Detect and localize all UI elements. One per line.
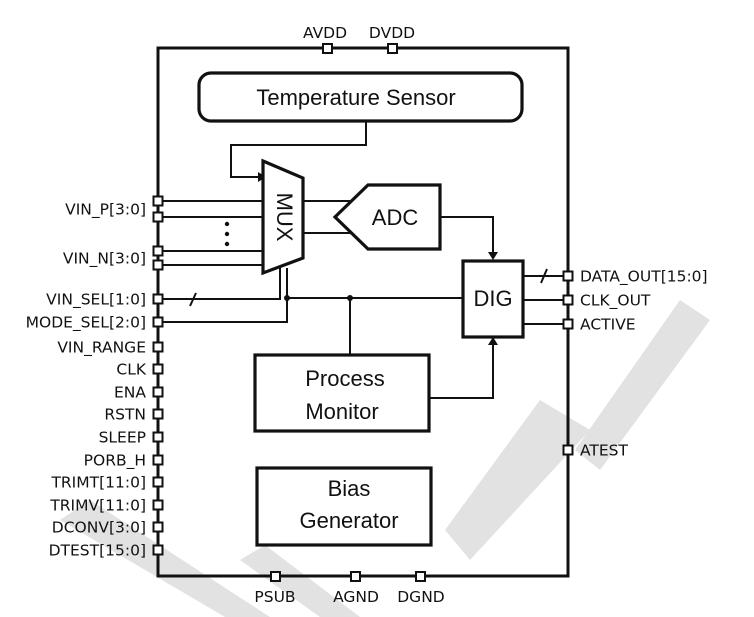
pin-porb-h: PORB_H [84, 452, 164, 471]
pin-rstn: RSTN [104, 406, 164, 424]
dig-label: DIG [473, 286, 512, 311]
mux-block: MUX [261, 158, 305, 276]
pin-pad [152, 521, 164, 533]
pin-pad [152, 499, 164, 511]
pin-label: ACTIVE [580, 316, 636, 334]
pin-trimt: TRIMT[11:0] [50, 474, 164, 492]
pin-dvdd: DVDD [369, 24, 415, 54]
pin-label: TRIMV[11:0] [49, 497, 146, 515]
pin-pad [152, 408, 164, 420]
pin-atest: ATEST [562, 442, 629, 460]
pin-pad [562, 444, 574, 456]
bias-generator-label-1: Bias [328, 476, 371, 501]
process-monitor-label-2: Monitor [305, 399, 378, 424]
pin-label: DATA_OUT[15:0] [580, 268, 708, 287]
pin-ena: ENA [114, 384, 164, 402]
svg-text:DVDD: DVDD [369, 24, 415, 42]
right-pin-group: DATA_OUT[15:0] CLK_OUT ACTIVE ATEST [562, 268, 708, 460]
svg-text:PSUB: PSUB [254, 588, 295, 606]
pin-dtest: DTEST[15:0] [49, 542, 164, 560]
bias-generator-label-2: Generator [299, 508, 398, 533]
pin-active: ACTIVE [562, 316, 636, 334]
mux-label: MUX [272, 193, 297, 242]
process-monitor-block: Process Monitor [253, 353, 431, 433]
pin-trimv: TRIMV[11:0] [49, 497, 164, 515]
pin-pad [152, 476, 164, 488]
pin-label: VIN_P[3:0] [65, 201, 146, 220]
pin-data-out: DATA_OUT[15:0] [562, 268, 708, 287]
pin-label: PORB_H [84, 452, 146, 471]
pin-dgnd: DGND [397, 571, 445, 606]
dig-block: DIG [461, 259, 525, 339]
pin-vin-sel: VIN_SEL[1:0] [46, 291, 164, 310]
temperature-sensor-block: Temperature Sensor [197, 71, 524, 123]
left-pin-group: VIN_P[3:0] VIN_N[3:0] VIN_SEL[1:0] MODE_SEL… [26, 195, 164, 560]
pin-pad [152, 363, 164, 375]
pin-avdd: AVDD [303, 24, 347, 54]
pin-pad [152, 293, 164, 305]
pin-agnd: AGND [333, 571, 379, 606]
temperature-sensor-label: Temperature Sensor [256, 85, 455, 110]
pin-label: CLK [116, 361, 146, 379]
chip-outline [156, 46, 570, 578]
pin-label: TRIMT[11:0] [50, 474, 146, 492]
pin-label: VIN_SEL[1:0] [46, 291, 146, 310]
pin-label: ENA [114, 384, 146, 402]
pin-label: VIN_RANGE [57, 339, 146, 358]
watermark [60, 300, 710, 617]
adc-label: ADC [372, 205, 419, 230]
pin-label: DCONV[3:0] [52, 519, 146, 537]
pin-label: MODE_SEL[2:0] [26, 314, 146, 333]
pin-pad [562, 318, 574, 330]
pin-mode-sel: MODE_SEL[2:0] [26, 314, 164, 333]
bias-generator-block: Bias Generator [255, 466, 433, 547]
pin-pad [152, 245, 164, 257]
pin-label: CLK_OUT [580, 292, 651, 311]
pin-label: VIN_N[3:0] [63, 250, 146, 269]
arrow-icon [488, 252, 498, 260]
pin-label: DTEST[15:0] [49, 542, 146, 560]
pin-label: SLEEP [99, 429, 146, 447]
adc-block: ADC [332, 183, 442, 251]
pin-pad [152, 195, 164, 207]
svg-text:AVDD: AVDD [303, 24, 347, 42]
pin-pad [152, 431, 164, 443]
pin-pad [152, 544, 164, 556]
svg-text:AGND: AGND [333, 588, 379, 606]
pin-vin-range: VIN_RANGE [57, 339, 164, 358]
pin-vin-p: VIN_P[3:0] [65, 201, 146, 220]
pin-pad [152, 259, 164, 271]
pin-pad [152, 341, 164, 353]
pin-pad [152, 211, 164, 223]
pin-psub: PSUB [254, 571, 296, 606]
pin-label: ATEST [580, 442, 629, 460]
ellipsis-dot [224, 221, 230, 227]
pin-pad [152, 454, 164, 466]
pin-pad [152, 316, 164, 328]
pin-pad [562, 270, 574, 282]
ellipsis-dot [224, 241, 230, 247]
pin-clk-out: CLK_OUT [562, 292, 651, 311]
pin-pad [152, 386, 164, 398]
pin-sleep: SLEEP [99, 429, 164, 447]
process-monitor-label-1: Process [305, 366, 384, 391]
svg-text:DGND: DGND [397, 588, 445, 606]
ellipsis-dot [224, 231, 230, 237]
pin-clk: CLK [116, 361, 164, 379]
pin-label: RSTN [104, 406, 146, 424]
arrow-icon [488, 337, 498, 345]
pin-vin-n: VIN_N[3:0] [63, 250, 146, 269]
pin-dconv: DCONV[3:0] [52, 519, 164, 537]
pin-pad [562, 294, 574, 306]
